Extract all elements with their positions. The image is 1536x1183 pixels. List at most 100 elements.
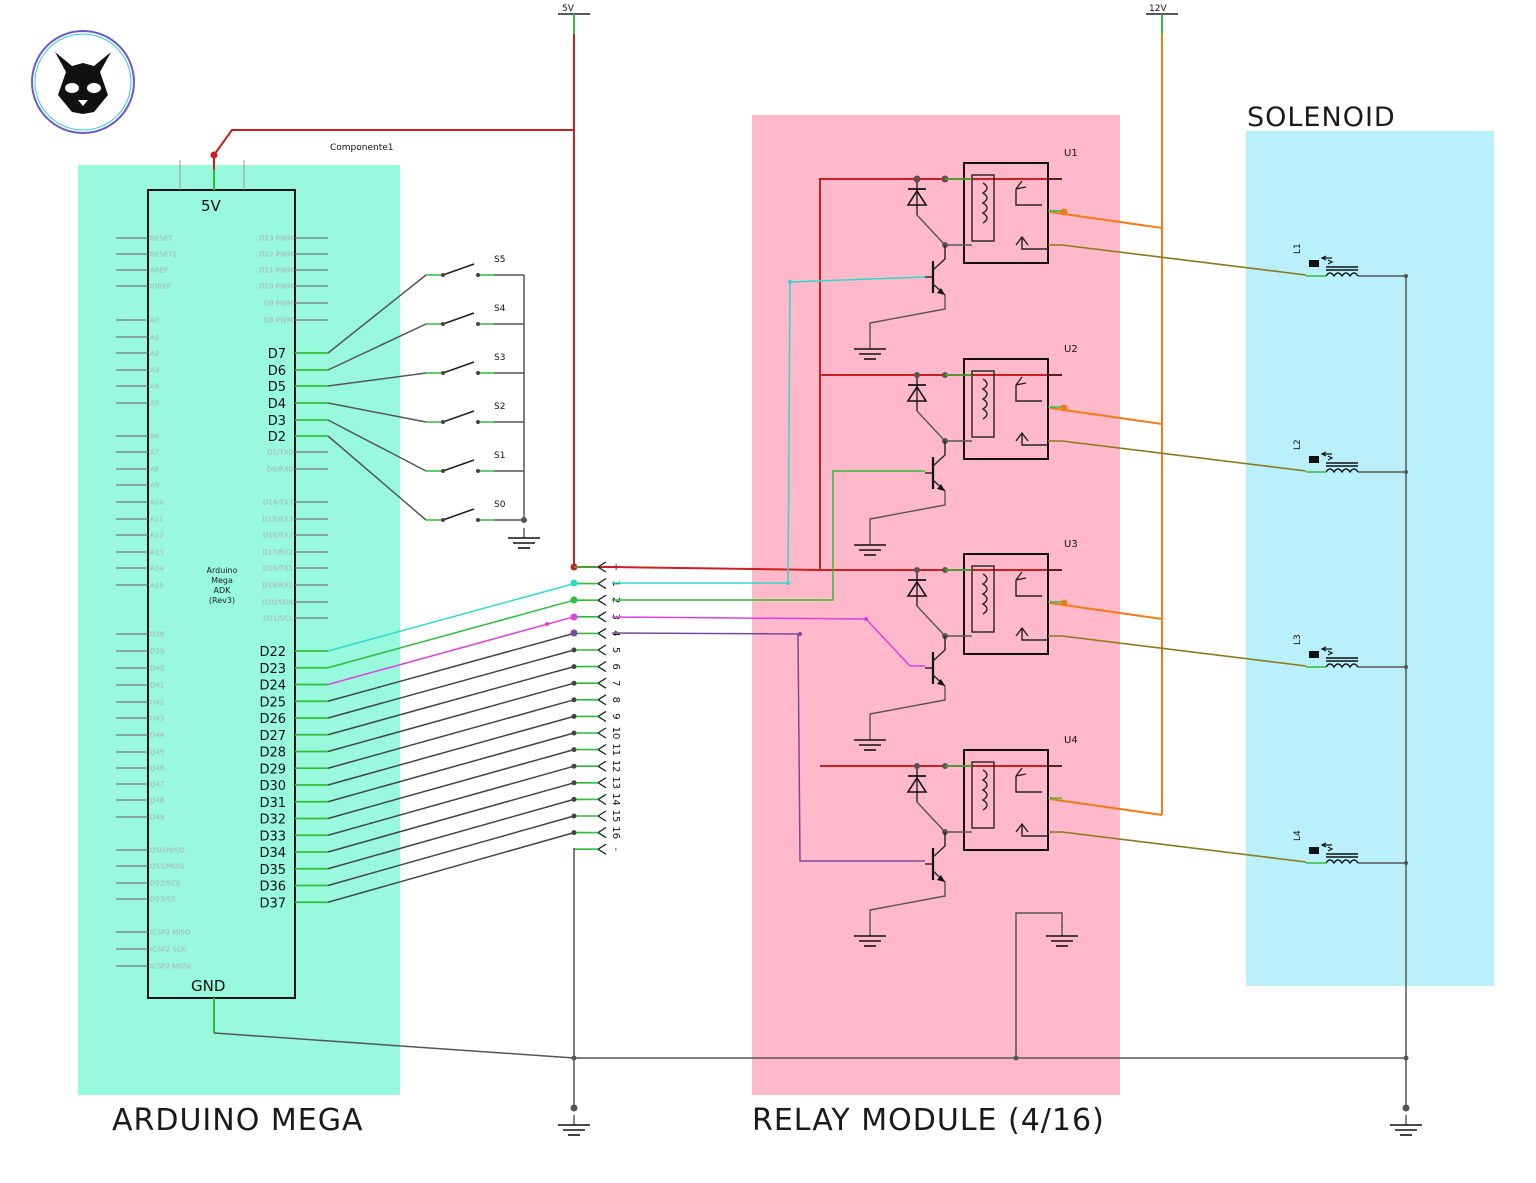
right-pin-label: D18/TX1 [263,565,293,573]
digital-pin-label: D30 [259,779,286,794]
relay-title: RELAY MODULE (4/16) [752,1103,1105,1138]
digital-pin-label: D29 [259,762,286,777]
switch-contact [476,469,480,473]
ribbon-wire [327,765,575,836]
left-pin-label: A4 [150,383,160,391]
arduino-chip: 5V GND Arduino Mega ADK (Rev3) [147,160,296,1033]
solenoid: L4 [1293,830,1408,865]
left-pin-label: A8 [150,466,159,474]
diode-node [914,763,920,769]
ground-icon [1046,926,1078,947]
ribbon-wire [327,748,575,820]
solenoid-drive-wire [1048,440,1307,472]
diode-symbol [906,189,928,206]
left-pin-label: AREF [150,267,168,275]
solenoid-arrow-icon [1320,842,1334,852]
switch-contact [476,371,480,375]
switch-contact [476,322,480,326]
right-pin-label: D15/RX3 [262,516,293,524]
solenoid-label: L4 [1293,830,1303,841]
ribbon-wire [327,815,575,887]
switch-label: S0 [494,500,506,510]
switch-lever [442,410,475,423]
ribbon-wire [327,732,575,803]
relay-channel: U3 [869,539,1307,730]
left-pin-label: A7 [150,449,159,457]
power-5v-symbol: 5V [558,4,590,34]
ribbon-wire [327,649,575,719]
ribbon-wires [327,582,577,903]
left-pin-label: D51/MOSI [150,863,185,871]
arduino-region [78,165,400,1095]
arduino-left-pins: RESETRESET2AREFIOREFA0A1A2A3A4A5A6A7A8A9… [116,235,191,971]
left-pin-label: D50/MISO [150,847,185,855]
connector-pin [596,744,607,756]
left-pin-label: D40 [150,665,164,673]
solenoid-plunger-icon [1309,847,1319,854]
connector-pin [596,760,607,772]
connector-label: 11 [610,743,621,756]
left-pin-label: D44 [150,732,165,740]
relay-coil [981,769,988,811]
switch-contact [441,322,445,326]
solenoid-coil [1325,663,1359,669]
transistor-ground-wire [869,491,946,535]
power-12v-symbol: 12V [1146,4,1178,34]
right-pin-label: D19/RX1 [262,582,293,590]
solenoid-region [1246,131,1494,986]
ribbon-wire [327,798,575,870]
right-pin-label: D13 PWM [259,235,293,243]
left-pin-label: A15 [150,582,164,590]
solenoid-title: SOLENOID [1247,102,1396,133]
solenoid-coil [1325,272,1359,278]
right-pin-label: D11 PWM [259,267,293,275]
solenoid: L3 [1293,634,1408,669]
left-pin-label: D41 [150,682,164,690]
connector-pin [596,611,607,623]
ribbon-node [571,780,577,786]
left-pin-label: A0 [150,317,159,325]
left-pin-label: A13 [150,549,164,557]
left-pin-label: A11 [150,516,164,524]
relay-contact-nc [1015,571,1042,597]
ribbon-node [571,747,577,753]
left-pin-label: ICSP2 MOSI [150,963,190,971]
digital-pin-label: D7 [268,347,286,362]
switch-contact [441,518,445,522]
ribbon-node [571,664,577,670]
relay-coil [981,182,988,224]
relay-coil-frame [971,565,995,633]
ribbon-node [571,813,577,819]
relay-label: U1 [1064,148,1078,159]
right-pin-label: D1/TX0 [267,449,293,457]
control-wires [611,276,926,862]
power-12v-label: 12V [1149,4,1167,14]
ribbon-node [571,713,577,719]
ground-symbols [508,339,1422,1136]
ribbon-wire [327,782,575,853]
digital-pin-label: D22 [259,645,286,660]
ribbon-node [571,730,577,736]
left-pin-label: ICSP2 MISO [150,929,191,937]
ribbon-node [571,763,577,769]
digital-pin-label: D5 [268,380,286,395]
ground-icon [558,1115,590,1136]
solenoid-plunger-icon [1309,456,1319,463]
connector-pin [596,793,607,805]
relay-coil [981,573,988,615]
switch-wire [327,372,427,387]
digital-pin-label: D23 [259,662,286,677]
relay-label: U3 [1064,539,1078,550]
switch-wire [327,402,427,423]
left-pin-label: A12 [150,532,164,540]
transistor-arrow [937,679,945,686]
diode-node [914,372,920,378]
relay-contact-no [1015,431,1048,446]
transistor-arrow [937,288,945,295]
left-pin-label: D52/SCK [150,880,181,888]
left-pin-label: A2 [150,350,159,358]
ribbon-wire [327,682,575,753]
left-pin-label: D47 [150,781,164,789]
transistor-arrow [937,484,945,491]
